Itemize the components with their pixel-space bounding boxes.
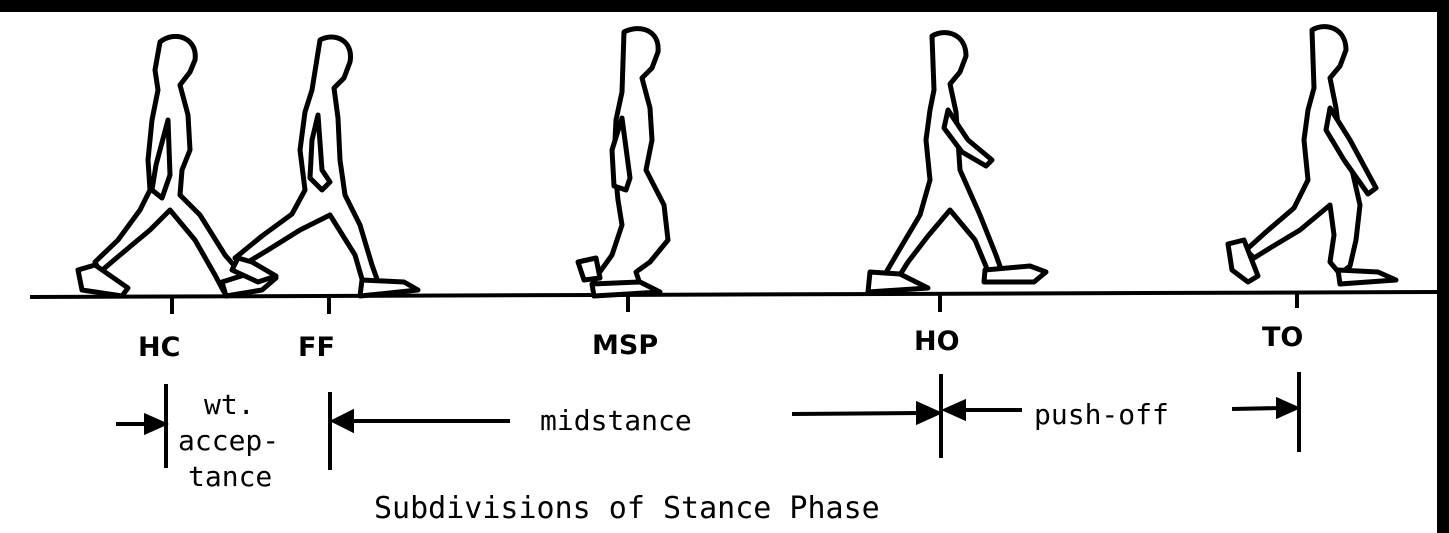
label-hc: HC — [138, 332, 180, 363]
arrow-midstance-right — [792, 404, 938, 422]
arrow-midstance-left — [334, 412, 510, 430]
label-ff: FF — [298, 332, 335, 363]
arrow-into-hc — [116, 416, 164, 432]
phase-label-push-off: push-off — [1034, 398, 1169, 431]
label-ho: HO — [914, 326, 960, 357]
phase-label-wt-line3: tance — [188, 460, 272, 493]
label-to: TO — [1262, 322, 1303, 353]
diagram-caption: Subdivisions of Stance Phase — [374, 491, 880, 526]
phase-label-wt-line1: wt. — [204, 388, 255, 421]
label-msp: MSP — [592, 330, 658, 361]
arrow-pushoff-left — [946, 402, 1022, 418]
walking-figure-foot-flat — [232, 37, 418, 296]
phase-label-midstance: midstance — [540, 404, 692, 437]
walking-figure-heel-off — [868, 33, 1046, 292]
walking-figure-midstance — [578, 29, 668, 296]
arrow-pushoff-right — [1232, 400, 1296, 416]
walking-figure-toe-off — [1228, 27, 1396, 284]
phase-label-wt-line2: accep- — [178, 424, 279, 457]
